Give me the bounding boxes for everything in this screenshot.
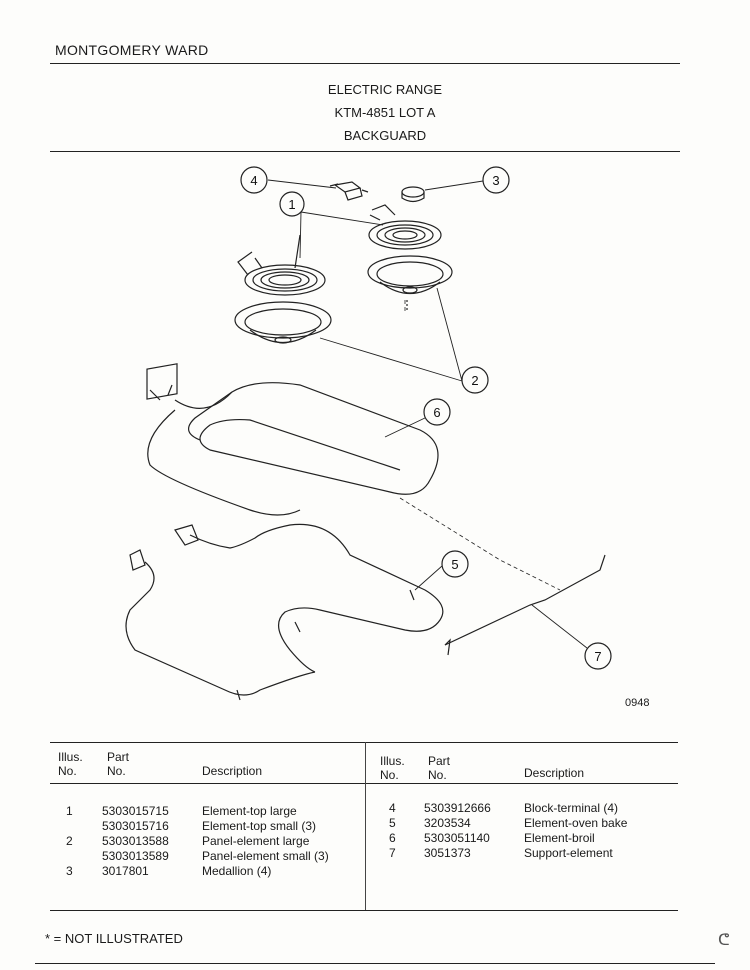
- svg-text:5: 5: [451, 557, 458, 572]
- drip-pan-right: [367, 255, 453, 312]
- table-row: 5303013589 Panel-element small (3): [102, 849, 329, 863]
- table-row: 7 3051373 Support-element: [389, 846, 613, 860]
- table-row: 4 5303912666 Block-terminal (4): [389, 801, 619, 815]
- medallion-part: [401, 186, 425, 203]
- callout-2: 2: [461, 366, 489, 394]
- drip-pan-left: [234, 301, 332, 344]
- table-row: 6 5303051140 Element-broil: [389, 831, 595, 845]
- svg-text:1: 1: [288, 197, 295, 212]
- model-number: KTM-4851 LOT A: [334, 105, 436, 120]
- table-divider: [365, 742, 366, 910]
- top-element-left: [237, 234, 326, 296]
- brand-name: MONTGOMERY WARD: [55, 42, 209, 58]
- svg-text:4: 4: [250, 173, 257, 188]
- title-block: ELECTRIC RANGE KTM-4851 LOT A BACKGUARD: [0, 78, 750, 147]
- svg-text:7: 7: [594, 649, 601, 664]
- table-row: 3 3017801 Medallion (4): [66, 864, 272, 878]
- svg-text:3: 3: [492, 173, 499, 188]
- exploded-parts-diagram: 4 1 3 2 6 5 7: [125, 166, 612, 701]
- svg-text:2: 2: [471, 373, 478, 388]
- callout-7: 7: [584, 642, 612, 670]
- callout-1: 1: [279, 191, 305, 217]
- header-description-right: Description: [524, 766, 585, 780]
- footnote: * = NOT ILLUSTRATED: [45, 931, 183, 946]
- bake-element: [125, 523, 444, 701]
- product-type: ELECTRIC RANGE: [327, 82, 443, 97]
- callout-3: 3: [482, 166, 510, 194]
- table-bottom-rule: [50, 910, 678, 911]
- parts-table-left: 1 5303015715 Element-top large 530301571…: [66, 804, 329, 879]
- header-illus-right: Illus.No.: [380, 754, 405, 782]
- title-rule: [50, 151, 680, 152]
- terminal-block-part: [329, 181, 369, 201]
- table-row: 5 3203534 Element-oven bake: [389, 816, 628, 830]
- table-top-rule: [50, 742, 678, 743]
- table-row: 5303015716 Element-top small (3): [102, 819, 317, 833]
- top-rule: [50, 63, 680, 64]
- callout-6: 6: [423, 398, 451, 426]
- table-header-rule: [50, 783, 678, 784]
- figure-number: 0948: [625, 697, 650, 709]
- table-row: 2 5303013588 Panel-element large: [66, 834, 310, 848]
- section-name: BACKGUARD: [343, 128, 427, 143]
- callout-4: 4: [240, 166, 268, 194]
- parts-table-right: 4 5303912666 Block-terminal (4) 5 320353…: [389, 801, 627, 861]
- handwritten-mark: ᕦ: [718, 932, 730, 949]
- support-element: [444, 554, 606, 656]
- bottom-rule: [35, 963, 715, 964]
- broil-element: [146, 363, 439, 516]
- table-row: 1 5303015715 Element-top large: [66, 804, 297, 818]
- top-element-right: [368, 204, 442, 250]
- header-illus-left: Illus.No.: [58, 750, 83, 778]
- callout-5: 5: [441, 550, 469, 578]
- header-description-left: Description: [202, 764, 263, 778]
- svg-text:6: 6: [433, 405, 440, 420]
